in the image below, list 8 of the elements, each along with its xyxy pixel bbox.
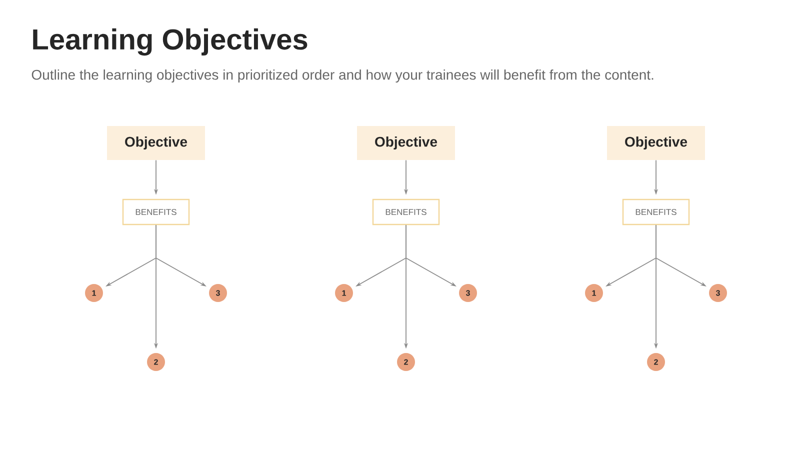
objective-box: Objective (607, 126, 705, 160)
benefits-box: BENEFITS (122, 198, 190, 226)
benefits-box: BENEFITS (372, 198, 440, 226)
title: Learning Objectives (33, 28, 308, 56)
benefits-box: BENEFITS (622, 198, 690, 226)
objective-box: Objective (107, 126, 205, 160)
subtitle: Outline the learning objectives in prioritized order and how your trainees will benefit from the content. (32, 69, 654, 83)
objective-box: Objective (357, 126, 455, 160)
